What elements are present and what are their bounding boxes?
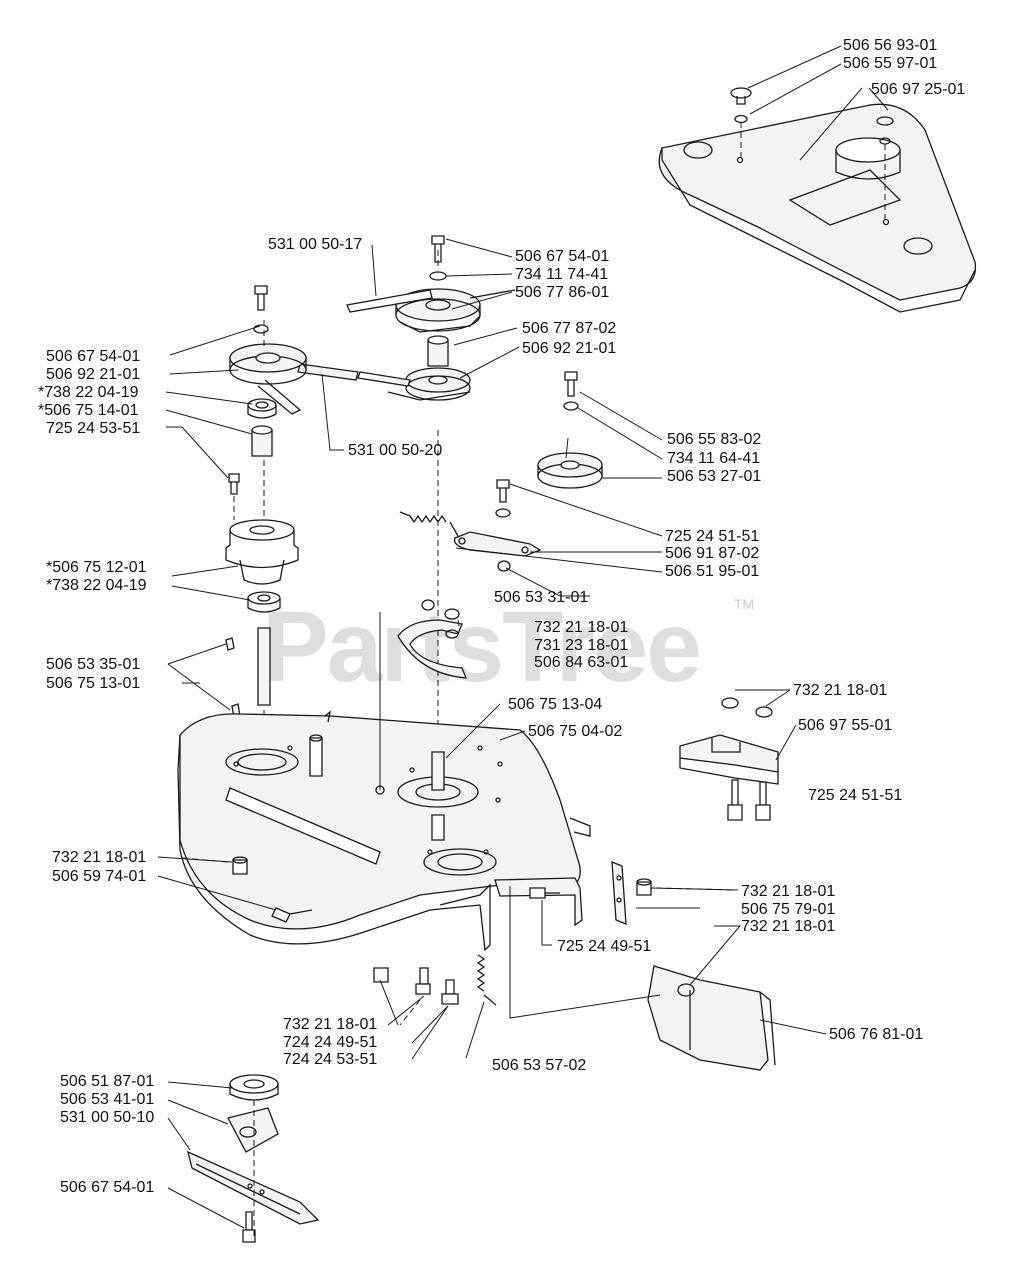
shaft-mid [431, 814, 445, 841]
part-label: 531 00 50-20 [348, 442, 443, 459]
bolt-arm [495, 479, 511, 518]
bearing-lower [247, 591, 281, 613]
nut-latch [636, 878, 652, 896]
spindle-housing [225, 519, 299, 585]
part-label: 506 97 55-01 [798, 717, 893, 734]
part-label: 732 21 18-01 [793, 682, 888, 699]
part-label: 732 21 18-01 [534, 619, 629, 636]
part-label: 732 21 18-01 [283, 1016, 378, 1033]
part-label: 506 75 79-01 [741, 901, 836, 918]
part-label: 506 53 57-02 [492, 1057, 587, 1074]
part-label: 506 75 13-01 [46, 675, 141, 692]
spindle-shaft [225, 627, 271, 719]
part-label: 506 53 35-01 [46, 656, 141, 673]
idler-pulley-right [537, 452, 603, 489]
mower-deck [177, 710, 591, 952]
part-label: 732 21 18-01 [741, 883, 836, 900]
bolt-right-top [563, 371, 579, 411]
bracket-right [494, 877, 583, 927]
part-label: 731 23 18-01 [534, 637, 629, 654]
bolt-deck-side [271, 907, 313, 923]
bolt-left-top [253, 285, 269, 334]
bolt-top [429, 235, 447, 281]
part-label: *506 75 14-01 [38, 402, 139, 419]
bearing-upper [247, 398, 277, 419]
part-label: 506 67 54-01 [46, 348, 141, 365]
mower-blade [187, 1150, 320, 1225]
part-label: 725 24 53-51 [46, 420, 141, 437]
part-label: 506 75 13-04 [508, 696, 603, 713]
part-label: 506 51 87-01 [60, 1073, 155, 1090]
spring-lower [476, 954, 497, 1006]
part-label: 506 76 81-01 [829, 1026, 924, 1043]
main-pulley [229, 343, 307, 385]
leader-lines [157, 45, 889, 1229]
part-label: 725 24 51-51 [808, 787, 903, 804]
part-label: 531 00 50-17 [268, 236, 363, 253]
nut-left [232, 856, 248, 875]
drive-belt [257, 363, 359, 415]
part-label: 506 92 21-01 [522, 340, 617, 357]
watermark-text: PartsTree [262, 591, 702, 703]
part-label: 734 11 74-41 [515, 266, 609, 283]
part-label: 732 21 18-01 [52, 849, 147, 866]
blade-bolt [242, 1211, 256, 1243]
part-label: 732 21 18-01 [741, 918, 836, 935]
part-label: 734 11 64-41 [667, 450, 761, 467]
part-label: 725 24 51-51 [665, 528, 760, 545]
spacer-upper [251, 425, 273, 457]
discharge-chute [647, 965, 776, 1071]
part-label: 506 92 21-01 [46, 366, 141, 383]
bolts-mount [727, 779, 771, 821]
guard-plate [397, 599, 467, 679]
idler-pulley-upper [346, 288, 516, 333]
part-label: 506 55 83-02 [667, 431, 762, 448]
part-label: *506 75 12-01 [46, 559, 147, 576]
part-label: *738 22 04-19 [46, 577, 147, 594]
mount-bracket [679, 697, 779, 785]
blade-adapter [227, 1074, 279, 1153]
part-label: 725 24 49-51 [557, 938, 652, 955]
part-label: 506 53 31-01 [494, 589, 589, 606]
bolt-small-left [228, 473, 240, 495]
part-label: 506 53 41-01 [60, 1091, 155, 1108]
watermark-trademark: TM [734, 596, 755, 612]
part-label: 506 53 27-01 [667, 468, 762, 485]
part-label: 506 77 86-01 [515, 284, 610, 301]
bottom-fasteners [373, 967, 459, 1005]
idler-arm [453, 531, 542, 572]
part-label: 506 91 87-02 [665, 545, 760, 562]
latch-plate [611, 861, 627, 925]
part-label: *738 22 04-19 [38, 384, 139, 401]
part-label: 724 24 53-51 [283, 1051, 378, 1068]
part-label: 506 97 25-01 [871, 81, 966, 98]
part-label: 506 56 93-01 [843, 37, 938, 54]
part-label: 506 77 87-02 [522, 320, 617, 337]
part-label: 506 55 97-01 [843, 55, 938, 72]
deck-cover-plate [658, 103, 977, 313]
part-label: 531 00 50-10 [60, 1109, 155, 1126]
part-label: 506 67 54-01 [60, 1179, 155, 1196]
part-label: 506 84 63-01 [534, 654, 629, 671]
tension-spring [399, 511, 459, 537]
part-label: 506 51 95-01 [665, 563, 760, 580]
part-label: 506 67 54-01 [515, 248, 610, 265]
part-label: 506 59 74-01 [52, 868, 147, 885]
part-label: 724 24 49-51 [283, 1034, 378, 1051]
idler-pulley-lower [357, 367, 471, 401]
spacer-tube [427, 335, 449, 367]
part-label: 506 75 04-02 [528, 723, 623, 740]
